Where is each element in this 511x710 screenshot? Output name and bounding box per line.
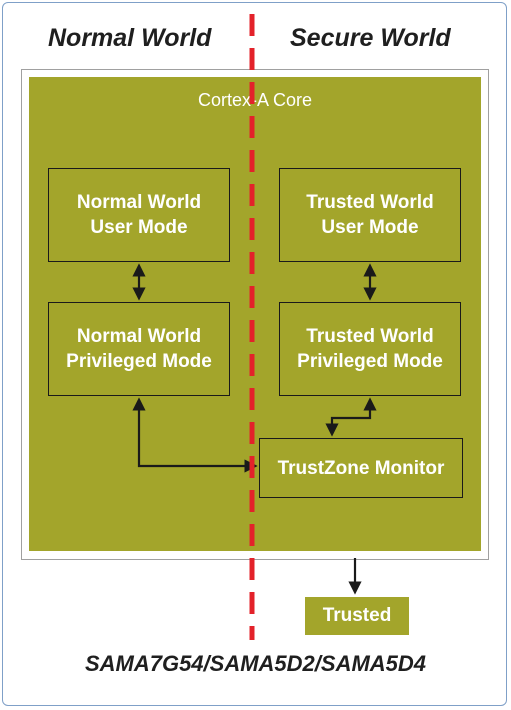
box-line: Privileged Mode [66,351,212,372]
device-list-footer: SAMA7G54/SAMA5D2/SAMA5D4 [84,651,427,676]
box-line: Normal World [76,192,202,213]
box-line: Trusted World [306,326,434,347]
trusted-output-box: Trusted [305,597,409,635]
cortex-a-core-title: Cortex-A Core [197,90,313,110]
trusted-world-user-mode-box: Trusted World User Mode [279,168,461,262]
secure-world-heading: Secure World [290,24,451,52]
box-line: Trusted World [306,192,434,213]
box-line: TrustZone Monitor [277,457,445,479]
box-line: User Mode [90,217,188,238]
normal-world-heading: Normal World [48,24,212,52]
page-border [2,2,507,706]
trusted-world-privileged-mode-box: Trusted World Privileged Mode [279,302,461,396]
trustzone-monitor-box: TrustZone Monitor [259,438,463,498]
normal-world-privileged-mode-box: Normal World Privileged Mode [48,302,230,396]
box-line: Normal World [76,326,202,347]
normal-privileged-monitor-arrow [132,397,258,473]
normal-world-user-mode-box: Normal World User Mode [48,168,230,262]
box-line: Privileged Mode [297,351,443,372]
box-line: User Mode [321,217,419,238]
trusted-privileged-monitor-arrow [325,397,377,437]
